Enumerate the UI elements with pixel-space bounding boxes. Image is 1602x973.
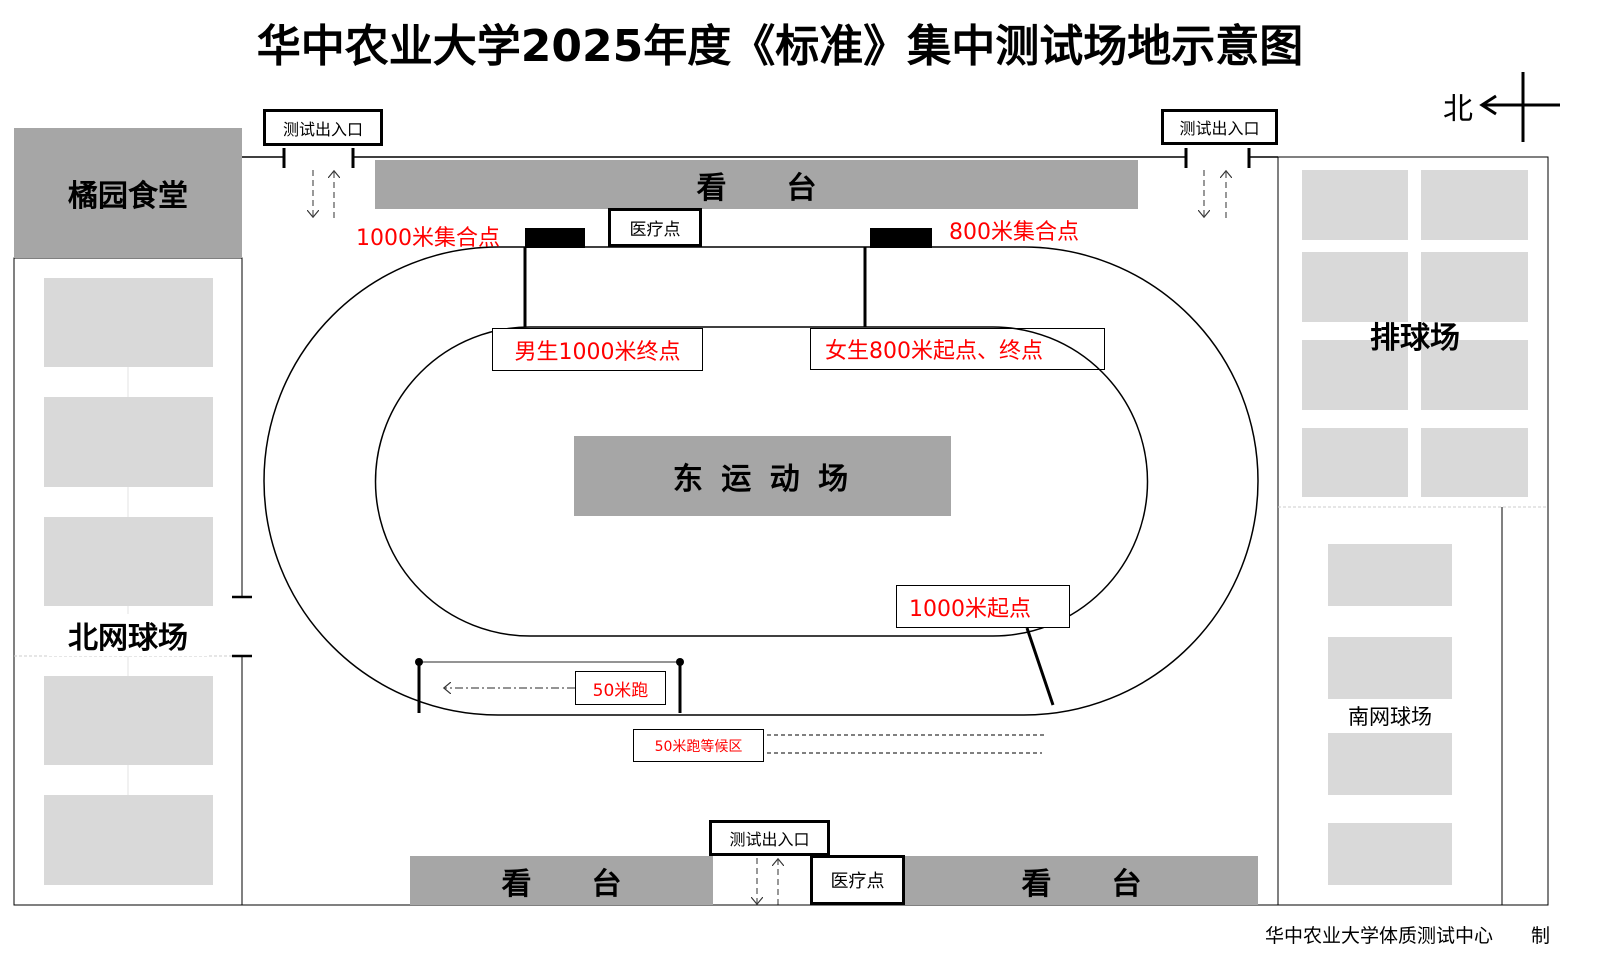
line-1000-start: [1025, 627, 1055, 706]
medical-point-bottom: 医疗点: [810, 855, 905, 905]
track-inner: [374, 326, 1149, 637]
tennis-court: [1328, 544, 1452, 606]
medical-point-top: 医疗点: [608, 208, 702, 247]
start-1000-label: 1000米起点: [896, 585, 1070, 628]
entrance-label-northwest: 测试出入口: [263, 109, 383, 146]
volleyball-court: [1421, 428, 1528, 497]
tennis-court: [1328, 823, 1452, 885]
wait-50-label: 50米跑等候区: [633, 729, 764, 762]
stand-top: 看 台: [375, 160, 1138, 209]
track-outer: [263, 246, 1259, 716]
entrance-label-northeast: 测试出入口: [1161, 109, 1278, 145]
run-50-label: 50米跑: [575, 671, 666, 705]
volleyball-court: [1421, 170, 1528, 240]
map-title: 华中农业大学2025年度《标准》集中测试场地示意图: [256, 21, 1304, 72]
tennis-court: [1328, 637, 1452, 699]
volleyball-label: 排球场: [1370, 321, 1460, 356]
canteen: 橘园食堂: [14, 128, 242, 258]
tennis-court: [44, 517, 213, 606]
volleyball-court: [1421, 252, 1528, 322]
gather-marker-1000: [525, 228, 585, 248]
north-tennis-label: 北网球场: [48, 614, 208, 656]
north-arrow-icon: [1479, 72, 1560, 142]
tennis-court: [1328, 733, 1452, 795]
entrance-arrows: [313, 170, 1226, 905]
south-tennis-label: 南网球场: [1348, 705, 1432, 729]
volleyball-court: [1302, 252, 1408, 322]
gather-marker-800: [870, 228, 932, 248]
footer-credit: 华中农业大学体质测试中心 制: [1264, 924, 1550, 947]
tennis-court: [44, 278, 213, 367]
stand-bottom-left: 看 台: [410, 856, 713, 905]
waiting-area-lines: [767, 734, 1047, 754]
volleyball-court: [1302, 428, 1408, 497]
tennis-court: [44, 397, 213, 487]
tennis-court: [44, 676, 213, 765]
gather-1000-label: 1000米集合点: [356, 226, 500, 251]
stand-bottom-right: 看 台: [905, 856, 1258, 905]
north-label: 北: [1443, 92, 1473, 127]
volleyball-court: [1421, 340, 1528, 410]
tennis-court: [44, 795, 213, 885]
gather-800-label: 800米集合点: [949, 220, 1079, 245]
east-field: 东 运 动 场: [574, 436, 951, 516]
entrance-label-south: 测试出入口: [709, 820, 830, 856]
entrance-gate-ticks: [282, 148, 1251, 168]
volleyball-court: [1302, 170, 1408, 240]
female-800-start-label: 女生800米起点、终点: [810, 328, 1105, 370]
volleyball-court: [1302, 340, 1408, 410]
male-1000-finish-label: 男生1000米终点: [492, 328, 703, 371]
